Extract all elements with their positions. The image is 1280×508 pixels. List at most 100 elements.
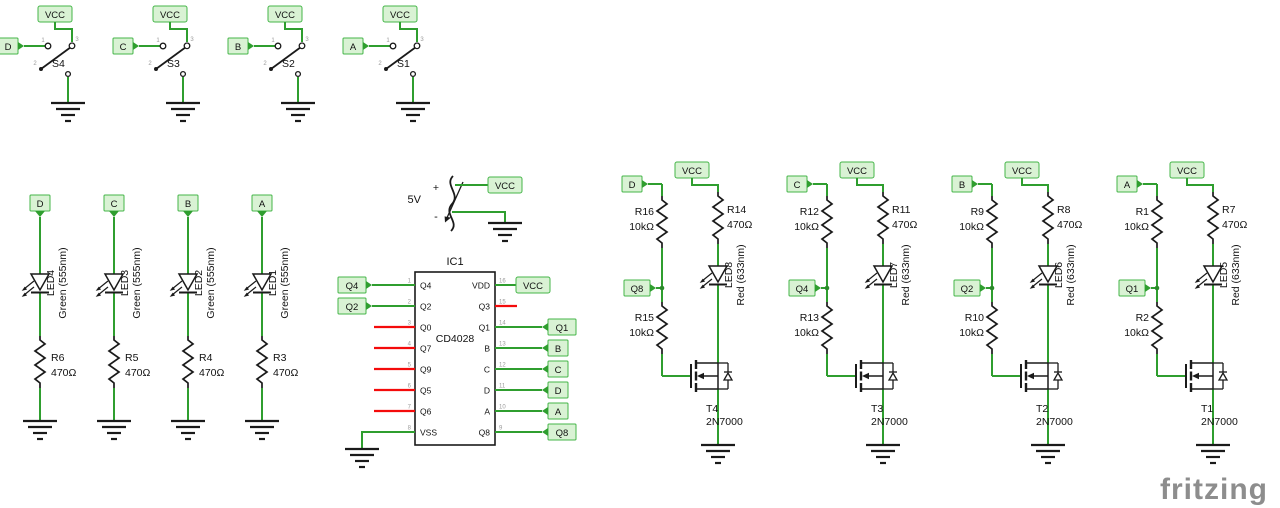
net-flag-q2-label[interactable]: Q2 bbox=[961, 284, 974, 295]
ic-part-label: CD4028 bbox=[436, 333, 475, 345]
resistor-value: 10kΩ bbox=[794, 221, 819, 233]
led-chain-led1[interactable]: A LED1 Green (555nm) R3 470Ω bbox=[244, 195, 299, 439]
pin-number: 16 bbox=[499, 279, 506, 285]
resistor-value: 470Ω bbox=[273, 367, 299, 379]
led-chain-led4[interactable]: D LED4 Green (555nm) R6 470Ω bbox=[22, 195, 77, 439]
ic-pin-name: Q8 bbox=[479, 428, 491, 438]
resistor-value: 10kΩ bbox=[629, 327, 654, 339]
battery-symbol bbox=[448, 175, 456, 232]
switch-designator: S4 bbox=[52, 58, 65, 70]
net-flag-q1-label[interactable]: Q1 bbox=[1126, 284, 1139, 295]
battery-voltage-label: 5V bbox=[408, 194, 422, 206]
switch-s3[interactable]: VCC C S3 1 3 2 bbox=[113, 6, 200, 121]
led-designator: LED8 bbox=[723, 262, 735, 288]
pin-number: 1 bbox=[156, 38, 160, 44]
driver-block-t1[interactable]: A VCC R1 10kΩ R7 470Ω Q1 R2 10kΩ LED5 Re… bbox=[1117, 162, 1248, 463]
net-flag-q2-label: Q2 bbox=[346, 302, 359, 313]
driver-block-t4[interactable]: D VCC R16 10kΩ R14 470Ω Q8 R15 10kΩ LED8… bbox=[622, 162, 753, 463]
driver-block-t2[interactable]: B VCC R9 10kΩ R8 470Ω Q2 R10 10kΩ LED6 R… bbox=[952, 162, 1083, 463]
net-flag-d-label[interactable]: D bbox=[629, 180, 636, 191]
net-flag-c[interactable]: C bbox=[111, 199, 118, 210]
ic-designator: IC1 bbox=[446, 256, 463, 268]
battery-wires[interactable] bbox=[452, 184, 506, 222]
led-designator: LED4 bbox=[45, 270, 57, 296]
resistor-value: 470Ω bbox=[1057, 219, 1083, 231]
battery-arrow bbox=[445, 181, 464, 221]
pin-number: 3 bbox=[408, 321, 412, 327]
net-flag-d[interactable]: D bbox=[5, 42, 12, 53]
ic-right-wires[interactable] bbox=[495, 284, 542, 433]
resistor-designator: R15 bbox=[635, 312, 654, 324]
net-flag-a-label[interactable]: A bbox=[1124, 180, 1131, 191]
switch-designator: S1 bbox=[397, 58, 410, 70]
resistor-designator: R5 bbox=[125, 352, 139, 364]
led-spec: Green (555nm) bbox=[205, 247, 217, 318]
vcc-flag[interactable] bbox=[487, 176, 523, 194]
led-chain-led2[interactable]: B LED2 Green (555nm) R4 470Ω bbox=[170, 195, 225, 439]
flag-pointer bbox=[542, 386, 548, 394]
net-flag-c-label[interactable]: C bbox=[794, 180, 801, 191]
pin-number: 2 bbox=[33, 61, 37, 67]
net-flag-d[interactable]: D bbox=[37, 199, 44, 210]
ic1-cd4028[interactable]: IC1 CD4028 Q4 Q2 1 2 3 4 5 6 7 8 Q4 bbox=[337, 256, 577, 469]
battery-5v[interactable]: 5V + - VCC bbox=[408, 175, 524, 243]
vcc-power-label: VCC bbox=[45, 10, 65, 21]
spdt-switch-symbol bbox=[228, 6, 315, 121]
pin-number: 4 bbox=[408, 342, 412, 348]
switch-s1[interactable]: VCC A S1 1 3 2 bbox=[343, 6, 430, 121]
ic-unrouted-left[interactable] bbox=[374, 325, 415, 413]
pin-number: 9 bbox=[499, 426, 503, 432]
ic-body[interactable] bbox=[414, 271, 496, 446]
pin-number: 12 bbox=[499, 363, 506, 369]
ground-symbol[interactable] bbox=[486, 221, 524, 243]
ic-pin-name: B bbox=[484, 344, 490, 354]
net-flag-b[interactable]: B bbox=[235, 42, 241, 53]
switch-designator: S3 bbox=[167, 58, 180, 70]
resistor-value: 10kΩ bbox=[629, 221, 654, 233]
net-flag-q4-label[interactable]: Q4 bbox=[796, 284, 809, 295]
vcc-power-label: VCC bbox=[523, 281, 543, 292]
resistor-designator: R12 bbox=[800, 206, 819, 218]
resistor-value: 10kΩ bbox=[959, 327, 984, 339]
net-flag-q1-label: Q1 bbox=[556, 323, 569, 334]
pin-number: 3 bbox=[75, 37, 79, 43]
net-flag-c[interactable]: C bbox=[120, 42, 127, 53]
driver-block-t3[interactable]: C VCC R12 10kΩ R11 470Ω Q4 R13 10kΩ LED7… bbox=[787, 162, 918, 463]
net-flag-q8-label: Q8 bbox=[556, 428, 569, 439]
net-flag-a[interactable]: A bbox=[259, 199, 266, 210]
pin-number: 2 bbox=[378, 61, 382, 67]
pin-number: 2 bbox=[263, 61, 267, 67]
ic-pin-name: Q2 bbox=[420, 302, 432, 312]
led-designator: LED6 bbox=[1053, 262, 1065, 288]
transistor-part: 2N7000 bbox=[706, 416, 743, 428]
net-flag-q8-label[interactable]: Q8 bbox=[631, 284, 644, 295]
ic-pin-name: C bbox=[484, 365, 490, 375]
net-flag-b-label[interactable]: B bbox=[959, 180, 965, 191]
led-chain-symbol bbox=[96, 195, 131, 439]
ic-pin-name: A bbox=[484, 407, 490, 417]
net-flag-b[interactable]: B bbox=[185, 199, 191, 210]
led-spec: Green (555nm) bbox=[131, 247, 143, 318]
led-chain-symbol bbox=[244, 195, 279, 439]
vcc-flag[interactable] bbox=[515, 276, 551, 294]
switch-s2[interactable]: VCC B S2 1 3 2 bbox=[228, 6, 315, 121]
resistor-value: 10kΩ bbox=[1124, 221, 1149, 233]
ground-symbol[interactable] bbox=[343, 447, 381, 469]
pin-number: 1 bbox=[41, 38, 45, 44]
fritzing-watermark: fritzing bbox=[1160, 473, 1268, 506]
ic-left-wires[interactable] bbox=[361, 284, 415, 448]
led-chain-led3[interactable]: C LED3 Green (555nm) R5 470Ω bbox=[96, 195, 151, 439]
switch-s4[interactable]: VCC D S4 1 3 2 bbox=[0, 6, 85, 121]
net-flag-a[interactable]: A bbox=[350, 42, 357, 53]
pin-number: 1 bbox=[386, 38, 390, 44]
led-designator: LED5 bbox=[1218, 262, 1230, 288]
ic-pin-name: Q6 bbox=[420, 407, 432, 417]
vcc-power-label: VCC bbox=[1012, 166, 1032, 177]
net-flag-c-label: C bbox=[555, 365, 562, 376]
battery-plus-sign: + bbox=[433, 182, 439, 194]
battery-minus-sign: - bbox=[434, 211, 438, 223]
pin-number: 13 bbox=[499, 342, 506, 348]
pin-number: 3 bbox=[420, 37, 424, 43]
pin-number: 6 bbox=[408, 384, 412, 390]
